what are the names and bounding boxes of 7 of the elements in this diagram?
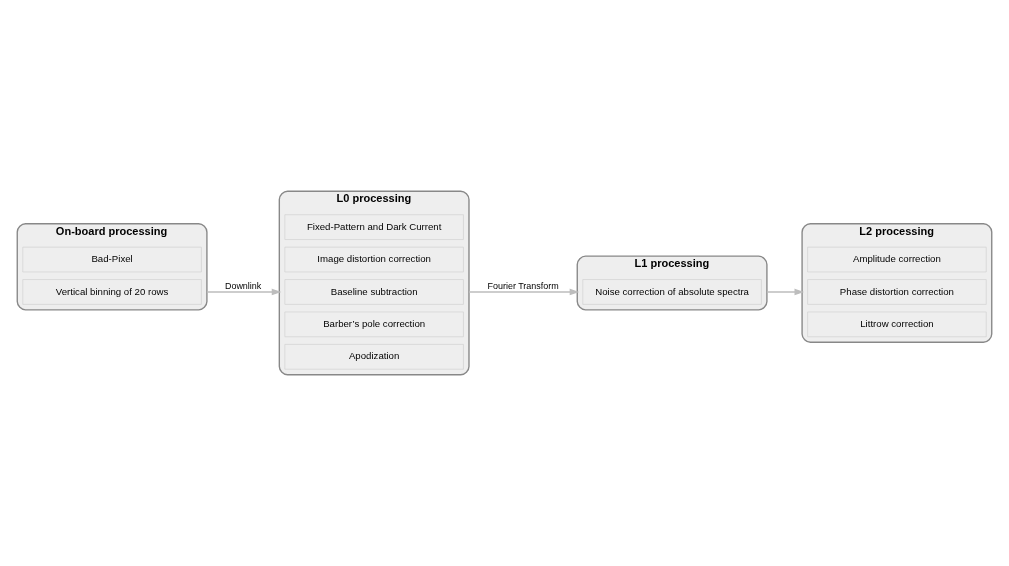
node-box: Littrow correction: [807, 311, 987, 338]
edge-label: Fourier Transform: [487, 281, 559, 292]
edge-label: Downlink: [224, 281, 262, 292]
arrow: [206, 288, 282, 296]
arrow: [766, 288, 805, 296]
node-box: Apodization: [284, 344, 464, 370]
arrow: [468, 288, 580, 296]
